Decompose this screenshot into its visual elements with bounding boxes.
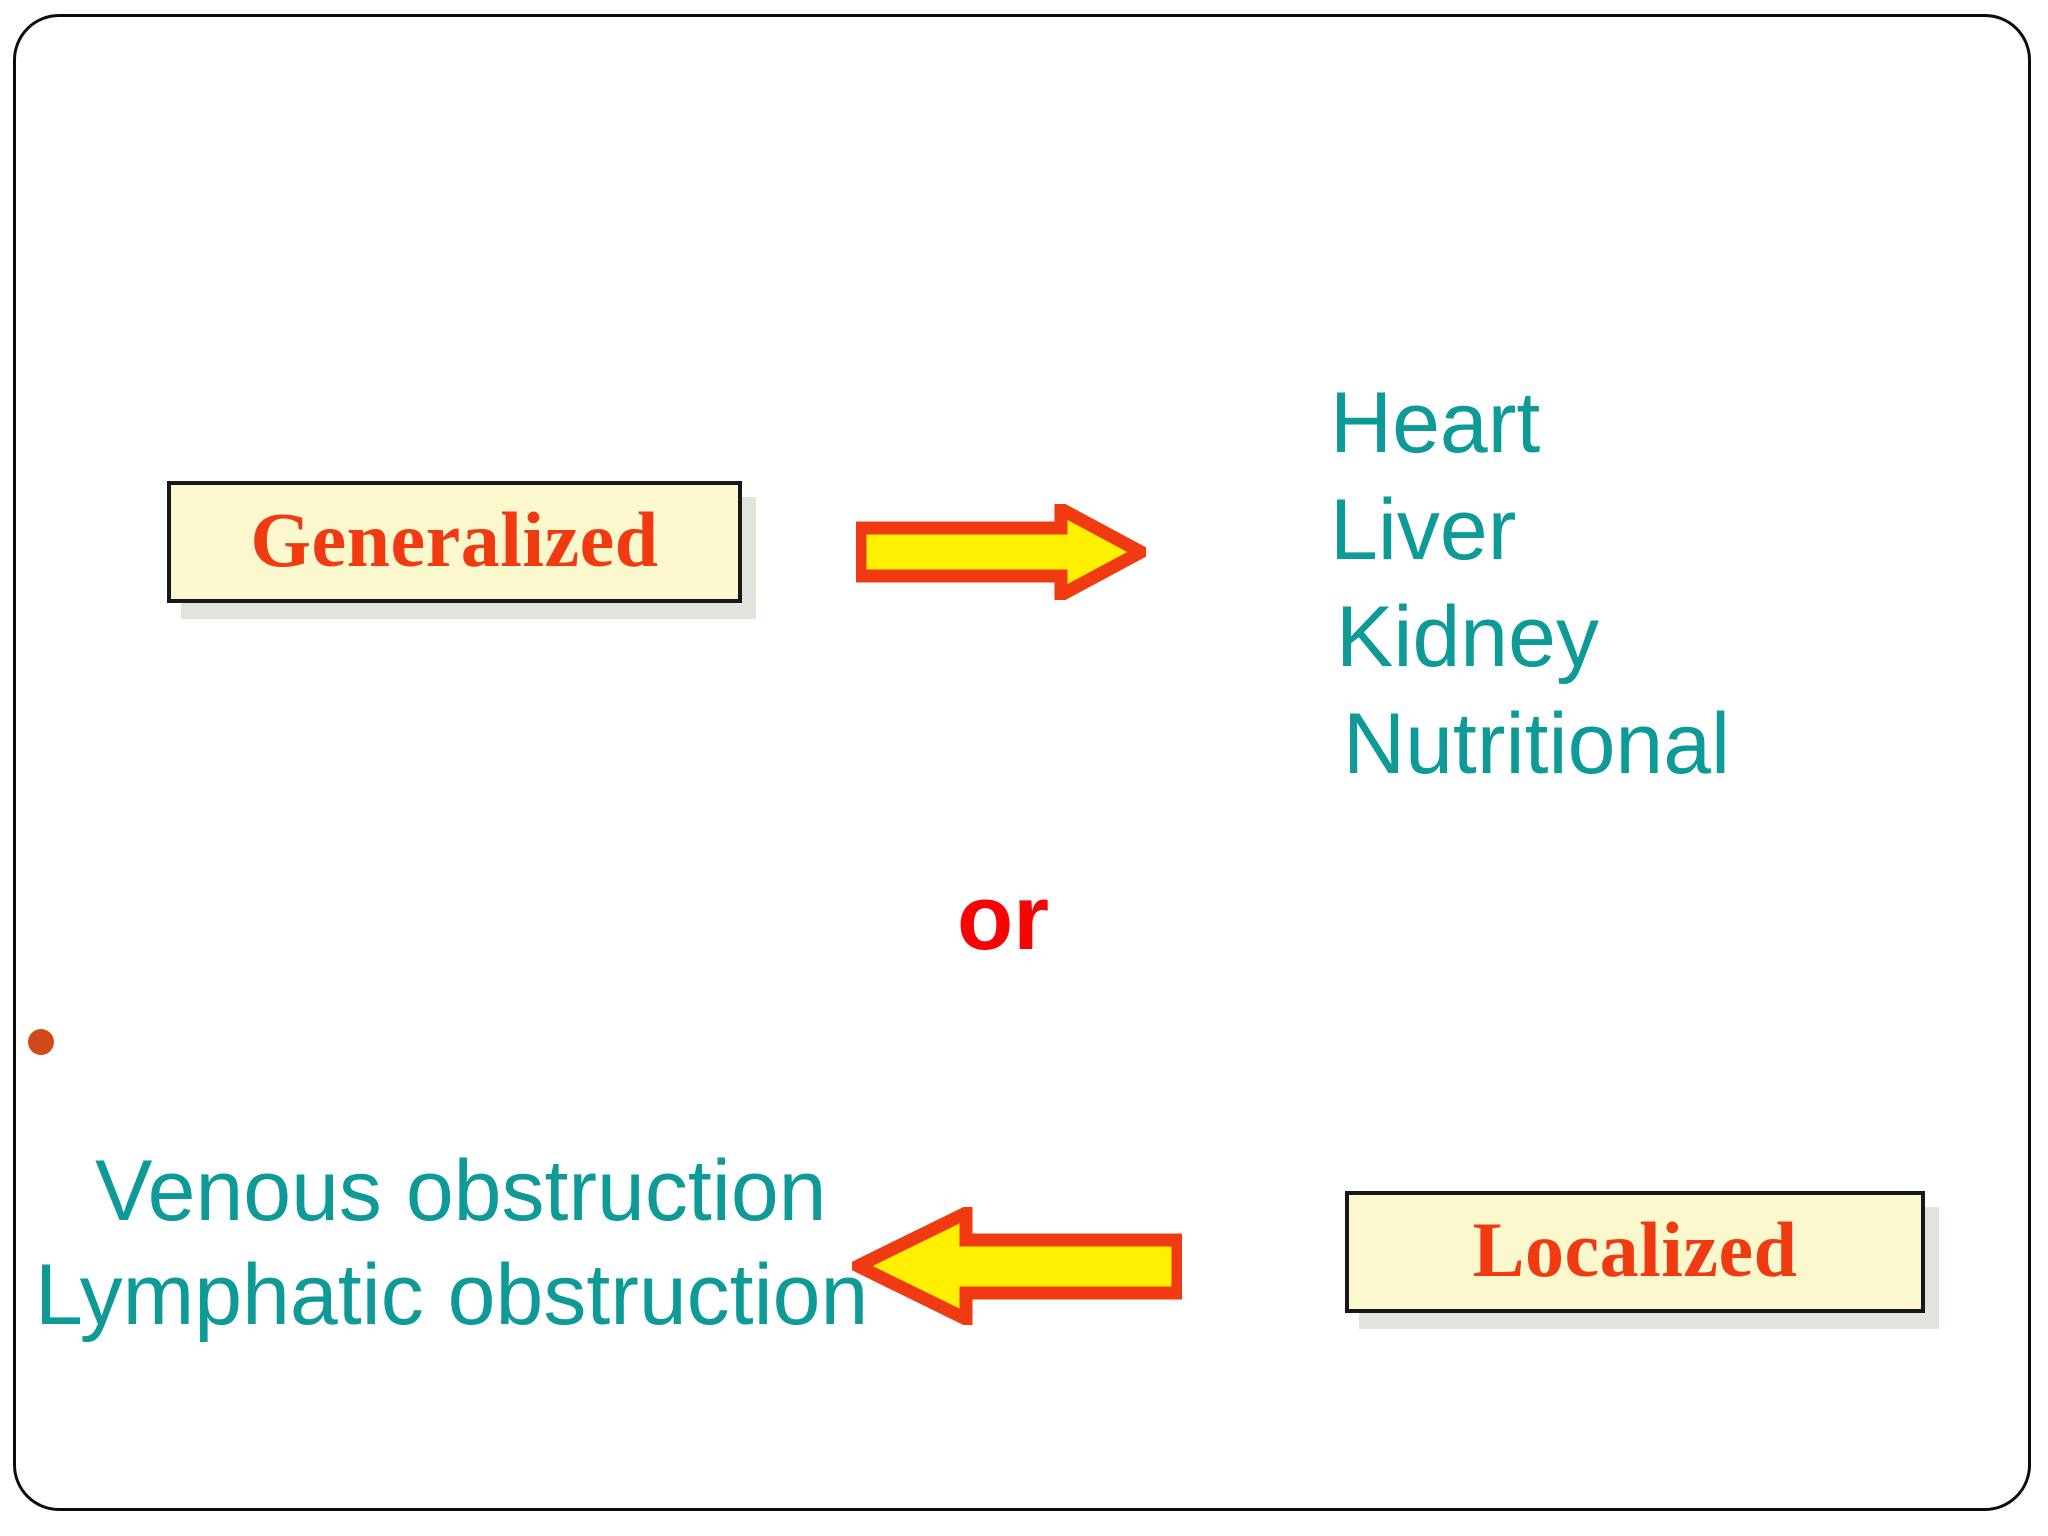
- generalized-causes-list: Heart Liver Kidney Nutritional: [1330, 380, 1950, 808]
- localized-causes-list: Venous obstruction Lymphatic obstruction: [35, 1148, 995, 1356]
- cause-venous-obstruction: Venous obstruction: [95, 1143, 827, 1239]
- cause-heart: Heart: [1330, 375, 1541, 471]
- generalized-label: Generalized: [250, 496, 659, 583]
- cause-liver: Liver: [1330, 482, 1517, 578]
- cause-lymphatic-obstruction: Lymphatic obstruction: [35, 1247, 869, 1343]
- cause-nutritional: Nutritional: [1343, 696, 1731, 792]
- right-arrow-icon: [856, 504, 1146, 600]
- left-arrow-icon: [852, 1207, 1182, 1325]
- localized-label: Localized: [1472, 1206, 1798, 1293]
- or-separator-label: or: [957, 867, 1049, 969]
- generalized-box[interactable]: Generalized: [167, 481, 742, 603]
- localized-box[interactable]: Localized: [1345, 1191, 1925, 1313]
- cause-kidney: Kidney: [1336, 589, 1599, 685]
- bullet-dot: [28, 1029, 54, 1055]
